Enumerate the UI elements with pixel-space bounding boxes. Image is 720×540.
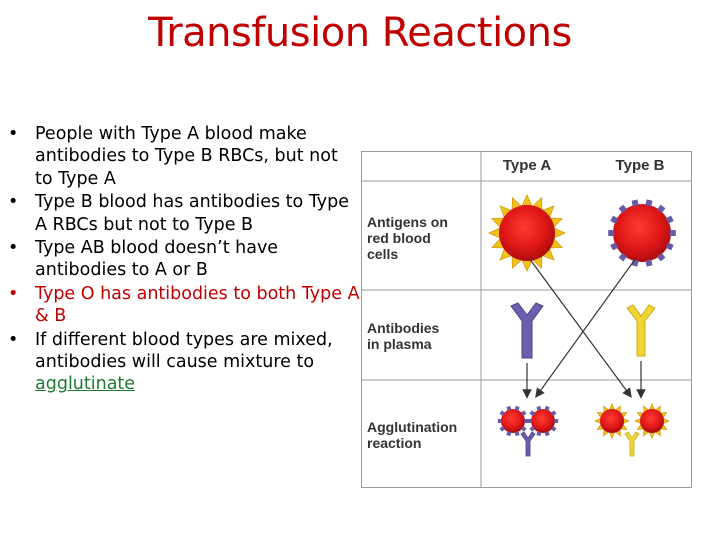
blood-type-diagram: Type A Type B Antigens on red blood cell… (361, 151, 692, 488)
type-b-agglutination-icon (497, 405, 559, 457)
row-label-agglutination: Agglutination reaction (367, 419, 461, 451)
bullet-item: If different blood types are mixed, anti… (0, 329, 360, 396)
bullet-text: If different blood types are mixed, anti… (35, 329, 333, 373)
bullet-item: Type AB blood doesn’t have antibodies to… (0, 237, 360, 282)
type-b-red-blood-cell-icon (608, 199, 676, 267)
arrow-cell-a-to-reaction (528, 257, 632, 398)
column-header-type-b: Type B (616, 157, 665, 174)
bullet-item: Type B blood has antibodies to Type A RB… (0, 191, 360, 236)
row-label-antibodies: Antibodies in plasma (367, 320, 443, 352)
anti-b-antibody-icon (510, 302, 544, 359)
slide-title: Transfusion Reactions (148, 10, 572, 56)
bullet-item-highlighted: Type O has antibodies to both Type A & B (0, 283, 360, 328)
bullet-text: People with Type A blood make antibodies… (35, 124, 338, 189)
agglutinate-link[interactable]: agglutinate (35, 374, 136, 395)
bullet-list: People with Type A blood make antibodies… (0, 123, 360, 397)
bullet-text: Type AB blood doesn’t have antibodies to… (35, 238, 279, 281)
diagram-svg: Type A Type B Antigens on red blood cell… (361, 151, 692, 488)
type-a-red-blood-cell-icon (488, 194, 566, 272)
row-label-antigens: Antigens on red blood cells (367, 214, 452, 262)
bullet-text: Type B blood has antibodies to Type A RB… (35, 192, 349, 235)
anti-a-antibody-icon (626, 304, 656, 357)
arrow-cell-b-to-reaction (535, 257, 637, 398)
column-header-type-a: Type A (503, 157, 552, 174)
bullet-item: People with Type A blood make antibodies… (0, 123, 360, 190)
type-a-agglutination-icon (594, 403, 670, 457)
bullet-text: Type O has antibodies to both Type A & B (35, 283, 360, 327)
